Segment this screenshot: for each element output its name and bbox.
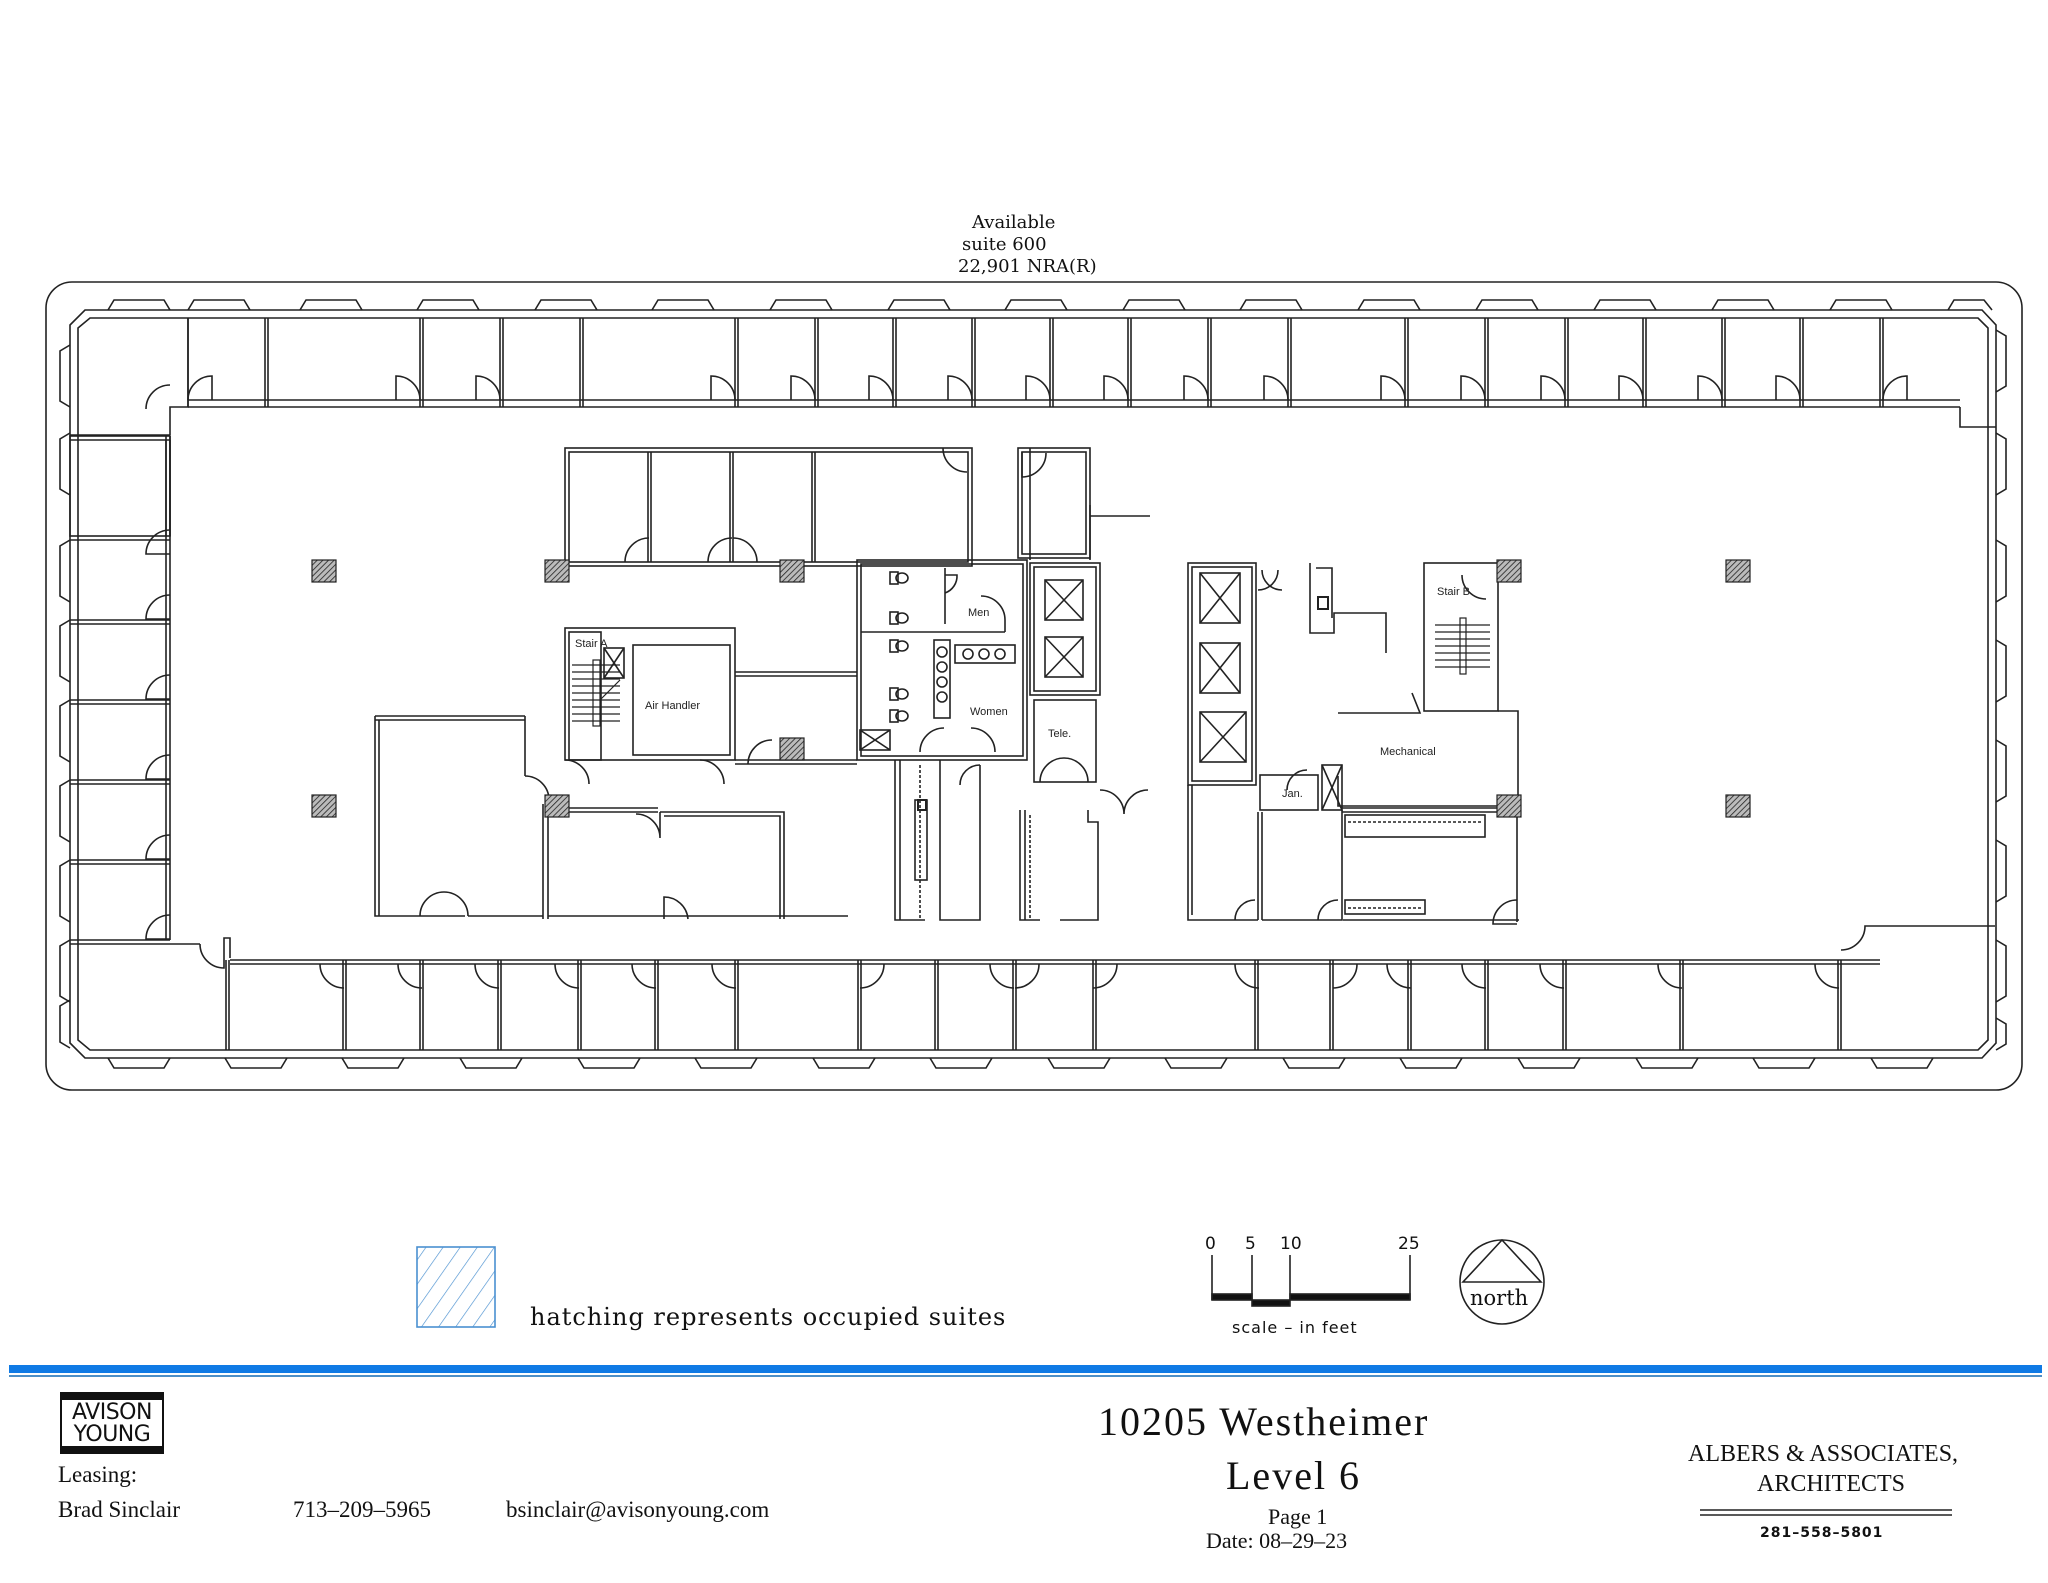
- avison-young-logo: AVISON YOUNG: [60, 1392, 164, 1454]
- scale-tick-5: 5: [1245, 1234, 1256, 1254]
- agent-phone: 713–209–5965: [293, 1497, 431, 1522]
- callout-available: Available: [972, 212, 1056, 233]
- bottom-office-row: [199, 925, 1995, 1050]
- footer-accent-rule: [9, 1375, 2042, 1377]
- svg-text:Mechanical: Mechanical: [1380, 746, 1436, 758]
- logo-line-2: YOUNG: [73, 1422, 151, 1447]
- room-stair-a: Stair A: [575, 638, 608, 650]
- scale-tick-0: 0: [1205, 1234, 1216, 1254]
- scale-caption: scale – in feet: [1232, 1318, 1358, 1337]
- scale-bar: [1211, 1255, 1411, 1307]
- agent-email[interactable]: bsinclair@avisonyoung.com: [506, 1497, 770, 1522]
- building-outline: [45, 281, 2023, 1091]
- architect-name-line-2: ARCHITECTS: [1757, 1471, 1906, 1497]
- legend-hatch-swatch: [416, 1246, 496, 1328]
- building-title: 10205 Westheimer: [1098, 1399, 1430, 1444]
- callout-suite: suite 600: [962, 234, 1047, 255]
- legend-hatch-text: hatching represents occupied suites: [530, 1303, 1007, 1331]
- architect-name-line-1: ALBERS & ASSOCIATES,: [1688, 1441, 1959, 1467]
- room-air-handler: Air Handler: [645, 700, 700, 712]
- room-men: Men: [968, 607, 989, 619]
- logo-line-1: AVISON: [72, 1400, 152, 1425]
- agent-name: Brad Sinclair: [58, 1497, 180, 1522]
- north-arrow-icon: [1459, 1238, 1545, 1325]
- suite-callout: Available suite 600 22,901 NRA(R): [958, 212, 1097, 278]
- left-office-column: [69, 384, 200, 945]
- leasing-label: Leasing:: [58, 1462, 138, 1487]
- level-title: Level 6: [1226, 1453, 1362, 1498]
- core-walls: Stair B Mechanical: [374, 447, 1519, 925]
- page-number: Page 1: [1268, 1504, 1328, 1529]
- scale-tick-25: 25: [1398, 1234, 1420, 1254]
- footer-accent-bar: [9, 1365, 2042, 1373]
- room-janitor: Jan.: [1282, 788, 1303, 800]
- drawing-date: Date: 08–29–23: [1206, 1528, 1348, 1553]
- room-women: Women: [970, 706, 1008, 718]
- room-tele: Tele.: [1048, 728, 1071, 740]
- north-label: north: [1470, 1286, 1529, 1310]
- architect-phone: 281–558–5801: [1760, 1525, 1884, 1541]
- callout-area: 22,901 NRA(R): [958, 256, 1097, 277]
- top-office-row: [70, 318, 1996, 441]
- structural-columns: [311, 559, 1751, 818]
- scale-tick-10: 10: [1280, 1234, 1302, 1254]
- svg-text:Stair B: Stair B: [1437, 586, 1470, 598]
